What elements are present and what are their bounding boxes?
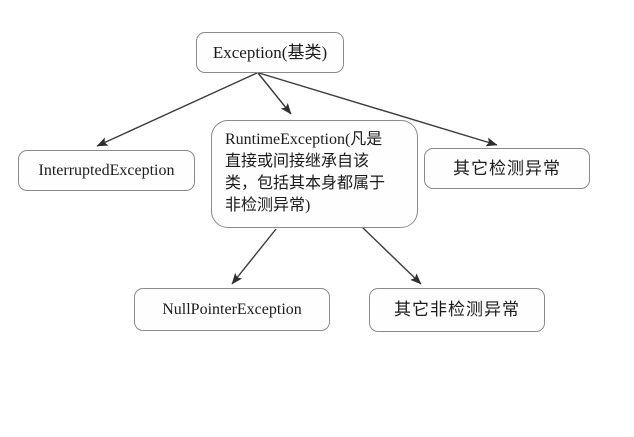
node-exception-base[interactable]: Exception(基类) <box>196 32 344 73</box>
node-interrupted-exception[interactable]: InterruptedException <box>18 150 195 191</box>
node-runtime-exception-label: RuntimeException(凡是 直接或间接继承自该 类，包括其本身都属于… <box>225 131 386 214</box>
node-other-checked-exception[interactable]: 其它检测异常 <box>424 148 590 189</box>
node-other-checked-exception-label: 其它检测异常 <box>453 158 561 178</box>
node-other-unchecked-exception-label: 其它非检测异常 <box>394 300 520 319</box>
edge-root-to-other-checked <box>258 72 498 147</box>
node-null-pointer-exception-label: NullPointerException <box>162 301 302 318</box>
node-runtime-exception[interactable]: RuntimeException(凡是 直接或间接继承自该 类，包括其本身都属于… <box>211 120 418 228</box>
node-exception-base-label: Exception(基类) <box>212 42 328 62</box>
node-null-pointer-exception[interactable]: NullPointerException <box>134 288 330 331</box>
node-interrupted-exception-label: InterruptedException <box>38 162 175 179</box>
edge-root-to-runtime <box>257 72 292 115</box>
node-other-unchecked-exception[interactable]: 其它非检测异常 <box>369 288 545 332</box>
edge-runtime-to-null-pointer <box>231 228 277 285</box>
edge-runtime-to-other-unchecked <box>361 226 422 285</box>
edge-root-to-interrupted <box>96 72 258 147</box>
